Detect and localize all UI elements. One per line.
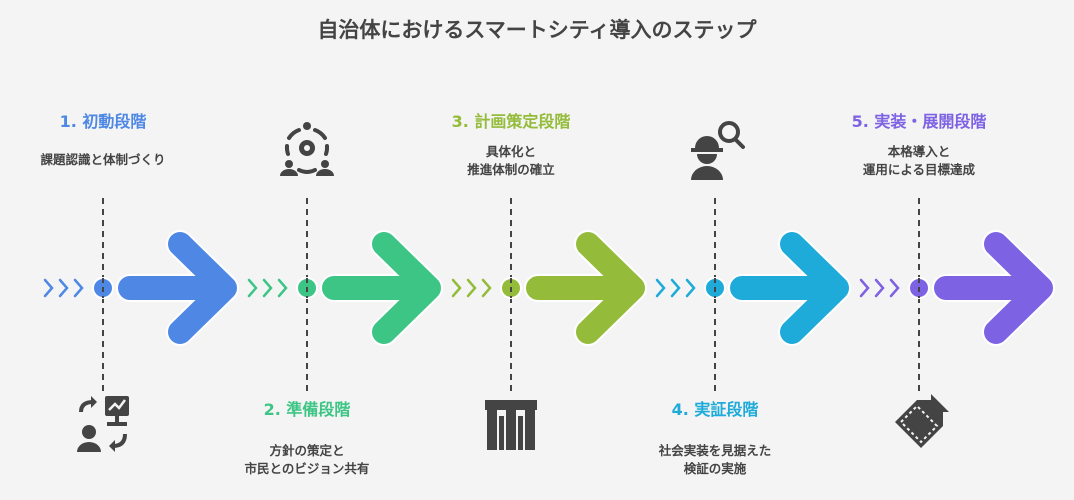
team-presentation-icon — [71, 392, 135, 456]
step-arrow-icon — [322, 232, 441, 344]
deploy-arrow-icon — [887, 392, 951, 456]
step-description: 社会実装を見据えた検証の実施 — [605, 442, 825, 478]
description-line: 運用による目標達成 — [862, 162, 976, 177]
step-label: 4. 実証段階 — [671, 400, 759, 419]
chevron-icon — [247, 278, 258, 298]
chevron-icon — [481, 278, 492, 298]
step-arrow-icon — [730, 232, 849, 344]
chevron-icon — [874, 278, 885, 298]
step-arrow-icon — [118, 232, 237, 344]
description-line: 検証の実施 — [683, 461, 747, 476]
step-description: 課題認識と体制づくり — [0, 151, 213, 169]
description-line: 具体化と — [485, 144, 536, 159]
chevron-icon — [859, 278, 870, 298]
step-description: 本格導入と運用による目標達成 — [809, 143, 1029, 179]
step-label: 3. 計画策定段階 — [451, 112, 571, 131]
chevron-icon — [73, 278, 84, 298]
step-description: 具体化と推進体制の確立 — [401, 143, 621, 179]
description-line: 課題認識と体制づくり — [40, 152, 166, 167]
chevron-icon — [889, 278, 900, 298]
step-description: 方針の策定と市民とのビジョン共有 — [197, 442, 417, 478]
step-label: 2. 準備段階 — [263, 400, 351, 419]
chevron-icon — [466, 278, 477, 298]
step-label: 1. 初動段階 — [59, 112, 147, 131]
step-label: 5. 実装・展開段階 — [851, 112, 987, 131]
description-line: 方針の策定と — [269, 443, 345, 458]
chevron-icon — [451, 278, 462, 298]
team-gear-icon — [275, 118, 339, 182]
chevron-icon — [670, 278, 681, 298]
worker-search-icon — [683, 118, 747, 182]
chevron-icon — [43, 278, 54, 298]
diagram-title: 自治体におけるスマートシティ導入のステップ — [317, 18, 757, 42]
description-line: 市民とのビジョン共有 — [244, 461, 370, 476]
chevron-icon — [262, 278, 273, 298]
description-line: 社会実装を見据えた — [658, 443, 772, 458]
description-line: 推進体制の確立 — [467, 162, 555, 177]
chevron-icon — [277, 278, 288, 298]
step-arrow-icon — [526, 232, 645, 344]
chevron-icon — [655, 278, 666, 298]
chevron-icon — [58, 278, 69, 298]
building-columns-icon — [479, 392, 543, 456]
chevron-icon — [685, 278, 696, 298]
step-arrow-icon — [934, 232, 1053, 344]
description-line: 本格導入と — [887, 144, 951, 159]
